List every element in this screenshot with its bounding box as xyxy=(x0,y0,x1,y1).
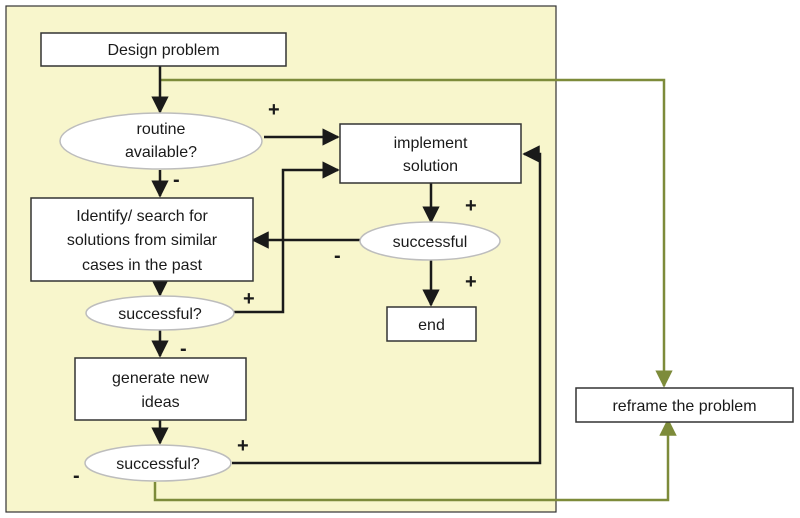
node-generate-ideas: generate new ideas xyxy=(74,357,247,421)
node-generate-ideas-line-1: generate new xyxy=(112,370,209,387)
edge-successful2-no-to-reframe xyxy=(153,418,677,502)
node-end: end xyxy=(386,306,477,342)
node-successful-1: successful? xyxy=(85,295,235,331)
node-identify-search-line-3: cases in the past xyxy=(82,257,203,274)
node-reframe: reframe the problem xyxy=(575,387,794,423)
node-successful-2-line-1: successful? xyxy=(116,456,200,473)
node-implement-solution-line-1: implement xyxy=(394,135,468,152)
node-identify-search-line-1: Identify/ search for xyxy=(76,208,208,225)
node-implement-solution-line-2: solution xyxy=(403,158,458,175)
node-end-line-1: end xyxy=(418,317,445,334)
sign-routine-yes: + xyxy=(268,99,280,121)
node-identify-search-line-2: solutions from similar xyxy=(67,232,218,249)
sign-center-no: - xyxy=(334,245,341,267)
sign-center-yes-bottom: + xyxy=(465,271,477,293)
node-reframe-line-1: reframe the problem xyxy=(612,398,756,415)
sign-routine-no: - xyxy=(173,169,180,191)
node-routine-available: routine available? xyxy=(59,112,263,170)
node-design-problem-line-1: Design problem xyxy=(107,42,219,59)
node-successful-2: successful? xyxy=(84,444,232,482)
node-generate-ideas-line-2: ideas xyxy=(141,394,179,411)
node-routine-available-line-1: routine xyxy=(137,121,186,138)
node-successful-1-line-1: successful? xyxy=(118,306,202,323)
edge-successful2-yes-to-implement xyxy=(232,145,542,465)
node-identify-search: Identify/ search for solutions from simi… xyxy=(30,197,254,282)
sign-center-yes-top: + xyxy=(465,195,477,217)
sign-successful1-yes: + xyxy=(243,288,255,310)
node-successful-center: successful xyxy=(359,221,501,261)
sign-successful2-no: - xyxy=(73,465,80,487)
node-successful-center-line-1: successful xyxy=(393,234,468,251)
node-design-problem: Design problem xyxy=(40,32,287,67)
sign-successful2-yes: + xyxy=(237,435,249,457)
node-implement-solution: implement solution xyxy=(339,123,522,184)
node-routine-available-line-2: available? xyxy=(125,144,197,161)
edge-successful1-yes-to-implement xyxy=(232,161,340,314)
sign-successful1-no: - xyxy=(180,338,187,360)
edge-design-to-reframe xyxy=(160,78,673,388)
